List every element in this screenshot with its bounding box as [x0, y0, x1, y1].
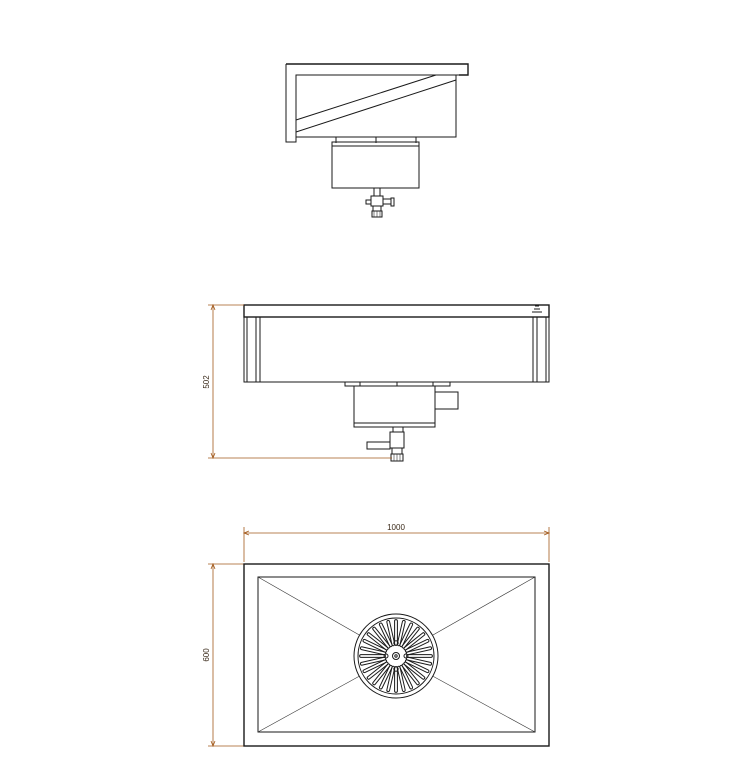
drain-slot	[359, 654, 386, 658]
side-view-brace	[295, 74, 457, 133]
front-view-body	[243, 316, 550, 383]
drain-slot	[405, 656, 433, 666]
drain-slot	[401, 663, 420, 686]
top-view: 1000 600	[202, 523, 551, 748]
side-view-valve	[365, 187, 395, 218]
height-dimension: 502	[202, 303, 392, 460]
drain-slot	[399, 622, 414, 648]
drain-slot	[403, 632, 426, 651]
drain-slot	[396, 665, 406, 693]
drain-slot	[372, 626, 391, 649]
drain-slot	[366, 661, 389, 680]
side-view-rim	[286, 63, 469, 76]
side-view	[285, 63, 469, 218]
drain-slot	[362, 659, 388, 674]
drain-slot	[366, 632, 389, 651]
front-view: 502	[202, 303, 550, 462]
drain-slot	[386, 665, 396, 693]
side-view-drain-box	[331, 141, 420, 189]
drain-slot	[378, 664, 393, 690]
drain-slot	[359, 646, 387, 656]
front-view-drain-box	[353, 385, 436, 428]
drain-slot	[378, 622, 393, 648]
drain-slot	[403, 661, 426, 680]
width-dimension: 1000	[242, 523, 551, 562]
drain-slot	[404, 638, 430, 653]
drain-slot	[372, 663, 391, 686]
front-view-rim	[243, 304, 550, 318]
drain-slot	[401, 626, 420, 649]
top-view-basin	[257, 576, 536, 733]
height-dimension-label: 502	[202, 375, 211, 389]
width-dimension-label: 1000	[387, 523, 405, 532]
front-view-valve	[366, 426, 405, 462]
drain-slot	[404, 659, 430, 674]
drain-slot	[399, 664, 414, 690]
drain-slot	[406, 654, 433, 658]
drain-slot	[386, 619, 396, 647]
drain-slot	[362, 638, 388, 653]
drain-slot	[396, 619, 406, 647]
front-view-outlet	[434, 391, 459, 410]
depth-dimension: 600	[202, 562, 244, 748]
drain-grate	[353, 613, 439, 699]
depth-dimension-label: 600	[202, 648, 211, 662]
top-view-outer-rim	[243, 563, 550, 747]
